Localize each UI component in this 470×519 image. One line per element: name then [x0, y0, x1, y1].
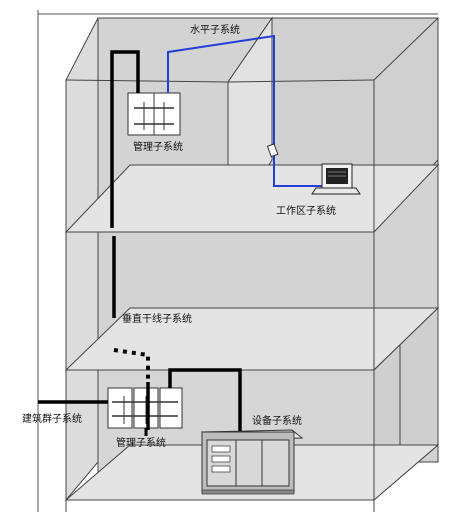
equipment-cabinet-icon	[200, 429, 304, 495]
wall-outlet	[266, 143, 279, 158]
horizontal-cable	[167, 34, 322, 187]
equipment-subsystem-label: 设备子系统	[252, 414, 302, 427]
equipment-cable	[168, 368, 242, 432]
upper-floor-slab	[64, 164, 440, 233]
upper-backbone-cable	[110, 50, 140, 228]
upper-left-front-edge	[65, 79, 229, 83]
building-left-face	[65, 17, 99, 502]
workstation-computer-icon	[311, 163, 361, 195]
upper-patch-panel	[127, 92, 181, 136]
work-room-top-edge	[373, 17, 439, 81]
admin-subsystem-lower-label: 管理子系统	[116, 436, 166, 449]
building-group-subsystem-label: 建筑群子系统	[22, 412, 82, 425]
work-room-front-top	[227, 79, 375, 83]
lower-patch-panel	[107, 387, 183, 429]
horizontal-subsystem-label: 水平子系统	[190, 23, 240, 36]
admin-subsystem-upper-label: 管理子系统	[133, 140, 183, 153]
work-area-subsystem-label: 工作区子系统	[276, 204, 336, 217]
vertical-backbone-label: 垂直干线子系统	[122, 312, 192, 325]
dotted-backbone-cable	[113, 348, 150, 382]
